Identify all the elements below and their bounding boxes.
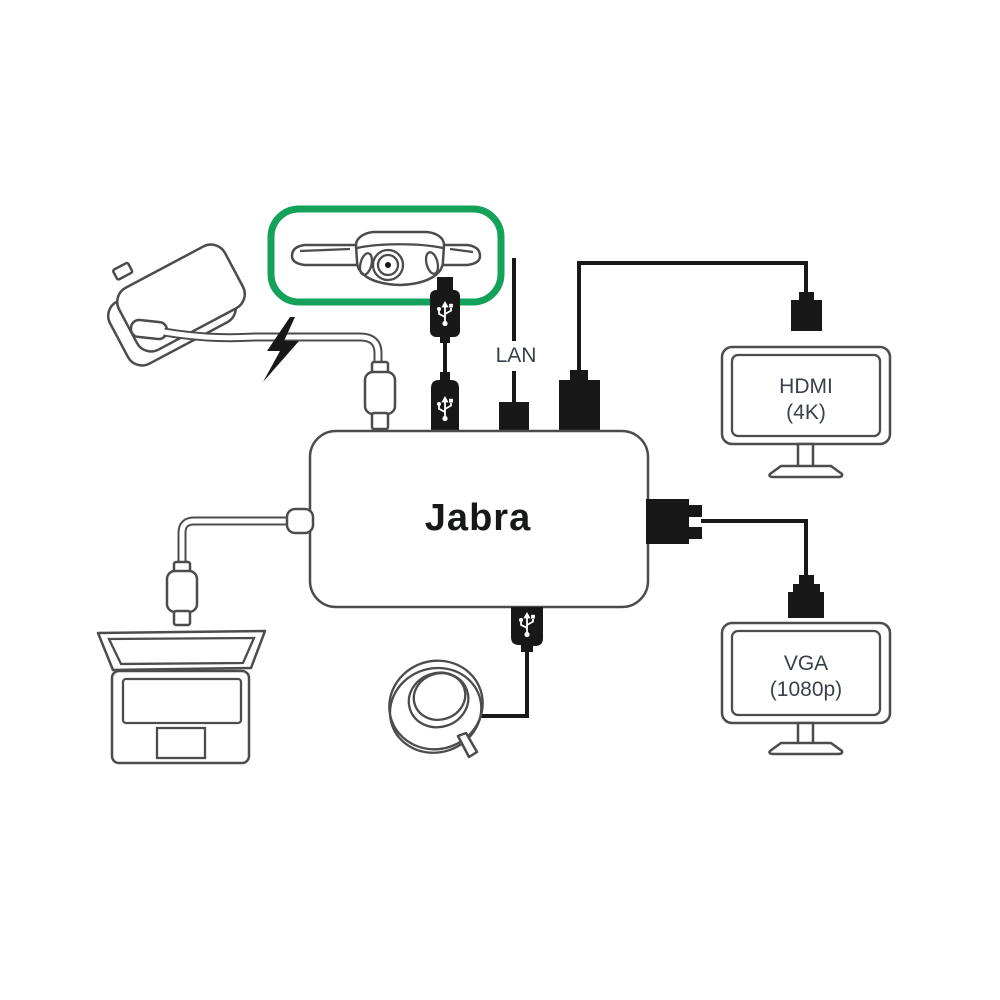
speakerphone-icon bbox=[388, 659, 484, 759]
speaker-connection bbox=[481, 607, 543, 718]
vga-monitor-label-line1: VGA bbox=[784, 652, 828, 675]
lan-connector-icon bbox=[499, 402, 529, 431]
usb-c-power-connector-icon bbox=[363, 360, 397, 431]
panacast-camera-icon bbox=[290, 230, 482, 287]
vga-out-connector-icon bbox=[646, 499, 689, 544]
camera-highlight-box bbox=[267, 205, 505, 306]
hdmi-monitor-label-line1: HDMI bbox=[779, 375, 833, 398]
lan-label: LAN bbox=[496, 344, 537, 367]
usb-plug-icon bbox=[437, 277, 453, 291]
power-cable bbox=[163, 317, 383, 382]
vga-connection bbox=[646, 499, 824, 618]
usb-hub-icon: Jabra bbox=[308, 429, 650, 609]
camera-usb-cable bbox=[430, 277, 460, 431]
lightning-bolt-icon bbox=[263, 317, 299, 382]
hub-left-port-plug-icon bbox=[285, 507, 315, 535]
hdmi-monitor-icon: HDMI (4K) bbox=[720, 345, 892, 479]
hdmi-monitor-label-line2: (4K) bbox=[786, 401, 826, 424]
vga-monitor-icon: VGA (1080p) bbox=[720, 621, 892, 756]
hdmi-plug-icon bbox=[791, 300, 822, 331]
vga-monitor-label-line2: (1080p) bbox=[770, 678, 842, 701]
hdmi-connector-icon bbox=[559, 380, 600, 431]
power-adapter-icon bbox=[106, 243, 247, 367]
hdmi-connection bbox=[559, 261, 822, 431]
usb-c-laptop-connector-icon bbox=[165, 560, 199, 627]
vga-plug-icon bbox=[788, 592, 824, 618]
laptop-connection bbox=[165, 507, 315, 627]
hub-logo: Jabra bbox=[425, 497, 531, 539]
speaker-kickstand bbox=[456, 731, 479, 759]
laptop-icon bbox=[96, 629, 267, 765]
lan-connection: LAN bbox=[496, 258, 537, 431]
